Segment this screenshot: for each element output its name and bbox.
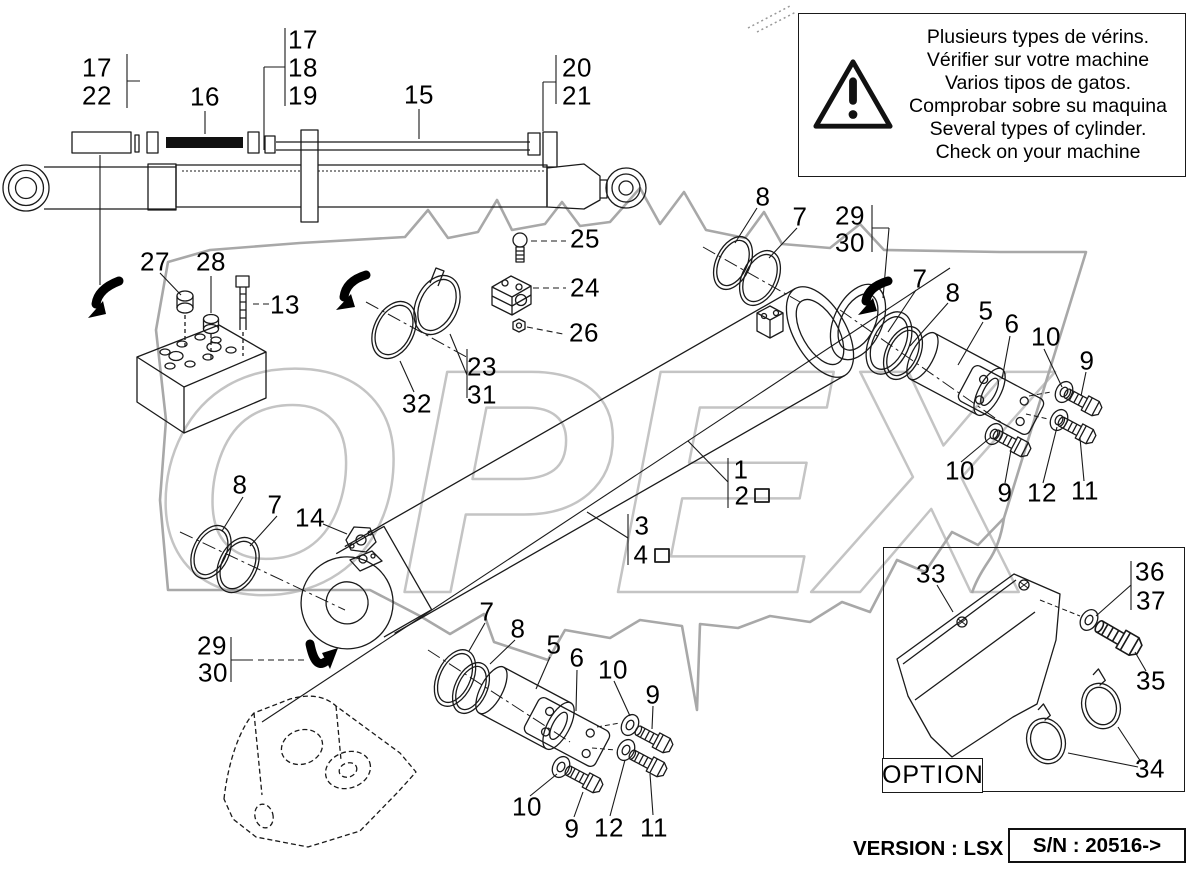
- port-block: [756, 305, 784, 339]
- seal-16-black-band: [166, 137, 243, 148]
- part-label-8d: 8: [510, 613, 526, 644]
- warning-triangle-icon: [809, 54, 897, 136]
- opex-watermark-text: OPEX: [150, 302, 1056, 660]
- part-label-32: 32: [402, 388, 432, 419]
- part-label-24: 24: [570, 272, 600, 303]
- part-label-6a: 6: [1004, 308, 1020, 339]
- part-label-34: 34: [1135, 753, 1165, 784]
- part-label-17a: 17: [82, 52, 112, 83]
- part-label-35: 35: [1136, 665, 1166, 696]
- part-label-7b: 7: [912, 263, 928, 294]
- warning-line: Several types of cylinder.: [929, 118, 1147, 140]
- part-label-23: 23: [467, 351, 497, 382]
- part-label-25: 25: [570, 223, 600, 254]
- part-label-6b: 6: [569, 642, 585, 673]
- opex-watermark: OPEX: [149, 301, 1057, 662]
- part-label-28: 28: [196, 246, 226, 277]
- bolt-13: [235, 275, 250, 356]
- oring-pair-bottom-left: [190, 524, 260, 594]
- part-label-27: 27: [140, 246, 170, 277]
- part-label-5b: 5: [546, 629, 562, 660]
- part-label-30a: 30: [835, 227, 865, 258]
- part-label-14: 14: [295, 502, 325, 533]
- option-box-label: OPTION: [882, 757, 984, 793]
- part-label-21: 21: [562, 80, 592, 111]
- plug-28: [202, 313, 220, 362]
- square-symbol-2: [754, 488, 770, 503]
- part-label-36: 36: [1135, 556, 1165, 587]
- part-label-10c: 10: [598, 654, 628, 685]
- part-label-26: 26: [569, 317, 599, 348]
- warning-line: Varios tipos de gatos.: [944, 72, 1132, 94]
- anchor-bracket: [223, 695, 417, 848]
- part-label-4: 4: [633, 539, 649, 570]
- part-label-10a: 10: [1031, 321, 1061, 352]
- part-label-10b: 10: [945, 455, 975, 486]
- top-cylinder-assembly: [2, 129, 647, 223]
- torn-edge-border: [154, 5, 1088, 712]
- part-label-33: 33: [916, 558, 946, 589]
- plug-27: [176, 290, 194, 350]
- part-label-8b: 8: [945, 277, 961, 308]
- part-label-9b: 9: [997, 477, 1013, 508]
- part-label-37: 37: [1136, 585, 1166, 616]
- rotate-arrows: [88, 270, 893, 669]
- part-label-9a: 9: [1079, 345, 1095, 376]
- part-label-9c: 9: [645, 679, 661, 710]
- part-label-11b: 11: [640, 812, 668, 843]
- part-label-10d: 10: [512, 791, 542, 822]
- cover-33: [896, 573, 1081, 758]
- part-label-30b: 30: [198, 657, 228, 688]
- warning-line: Plusieurs types de vérins.: [926, 26, 1150, 48]
- centerlines: [179, 246, 1006, 743]
- part-label-29a: 29: [835, 200, 865, 231]
- part-label-20: 20: [562, 52, 592, 83]
- part-label-8c: 8: [232, 469, 248, 500]
- warning-text: Plusieurs types de vérins. Vérifier sur …: [897, 26, 1185, 164]
- part-label-7d: 7: [479, 596, 495, 627]
- valve-manifold-block: [136, 275, 267, 434]
- serial-number-box: S/N : 20516->: [1008, 828, 1186, 863]
- part-label-2: 2: [734, 480, 750, 511]
- square-symbol-4: [654, 548, 670, 563]
- part-label-16: 16: [190, 81, 220, 112]
- pipe-clamp-24: [491, 232, 532, 333]
- part-label-22: 22: [82, 80, 112, 111]
- warning-line: Vérifier sur votre machine: [926, 49, 1150, 71]
- part-label-29b: 29: [197, 630, 227, 661]
- part-label-19: 19: [288, 80, 318, 111]
- cushion-assembly-bottom: [475, 665, 676, 796]
- part-label-1: 1: [733, 454, 749, 485]
- part-label-31: 31: [467, 379, 497, 410]
- ring-32: [371, 300, 417, 360]
- part-label-15: 15: [404, 79, 434, 110]
- plate-14: [345, 526, 377, 553]
- ring-23: [413, 267, 461, 336]
- part-label-18: 18: [288, 52, 318, 83]
- option-parts: [896, 573, 1146, 770]
- rod-seal-kit-row: [71, 131, 558, 168]
- warning-line: Check on your machine: [935, 141, 1141, 163]
- part-label-5a: 5: [978, 295, 994, 326]
- warning-box: Plusieurs types de vérins. Vérifier sur …: [798, 13, 1186, 177]
- part-label-8a: 8: [755, 181, 771, 212]
- part-label-11a: 11: [1071, 475, 1099, 506]
- leader-lines: [99, 28, 1147, 818]
- part-label-7a: 7: [792, 201, 808, 232]
- part-label-7c: 7: [267, 489, 283, 520]
- part-label-17b: 17: [288, 24, 318, 55]
- part-label-9d: 9: [564, 813, 580, 844]
- part-label-13: 13: [270, 289, 300, 320]
- part-label-3: 3: [634, 510, 650, 541]
- oring-pair-bottom: [433, 649, 491, 715]
- main-cylinder-barrel: [300, 286, 855, 650]
- warning-line: Comprobar sobre su maquina: [909, 95, 1167, 117]
- option-box: OPTION: [882, 547, 1185, 793]
- version-text: VERSION : LSX: [853, 837, 1004, 860]
- piston-rod-line: [261, 267, 951, 723]
- part-label-12a: 12: [1027, 477, 1057, 508]
- part-label-12b: 12: [594, 812, 624, 843]
- cushion-assembly-right: [906, 331, 1105, 460]
